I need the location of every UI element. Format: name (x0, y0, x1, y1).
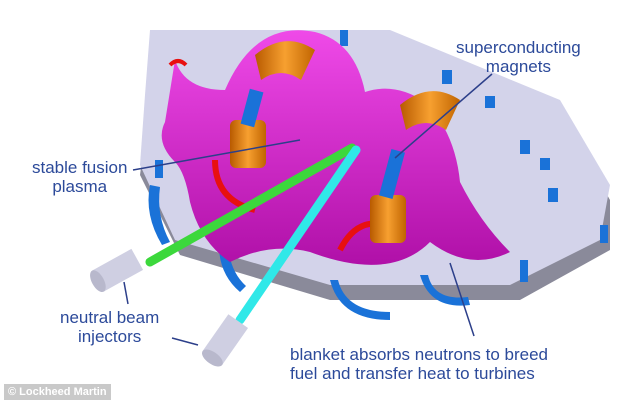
plasma-line-1: stable fusion (32, 158, 128, 177)
blanket-line-2: fuel and transfer heat to turbines (290, 364, 535, 383)
neutral-beam-injectors (90, 143, 361, 367)
injectors-line-1: neutral beam (60, 308, 160, 327)
plasma-line-2: plasma (52, 177, 108, 196)
magnets-line-2: magnets (485, 57, 551, 76)
blanket-line-1: blanket absorbs neutrons to breed (290, 345, 549, 364)
leader-lines (123, 73, 493, 346)
injectors-line-2: injectors (77, 327, 142, 346)
superconducting-magnets (230, 41, 460, 243)
label-blanket: blanket absorbs neutrons to breed fuel a… (290, 345, 548, 383)
label-neutral-beam-injectors: neutral beam injectors (60, 308, 159, 346)
label-superconducting-magnets: superconducting magnets (456, 38, 581, 76)
label-stable-fusion-plasma: stable fusion plasma (32, 158, 127, 196)
magnets-line-1: superconducting (456, 38, 581, 57)
image-credit: © Lockheed Martin (4, 384, 111, 400)
